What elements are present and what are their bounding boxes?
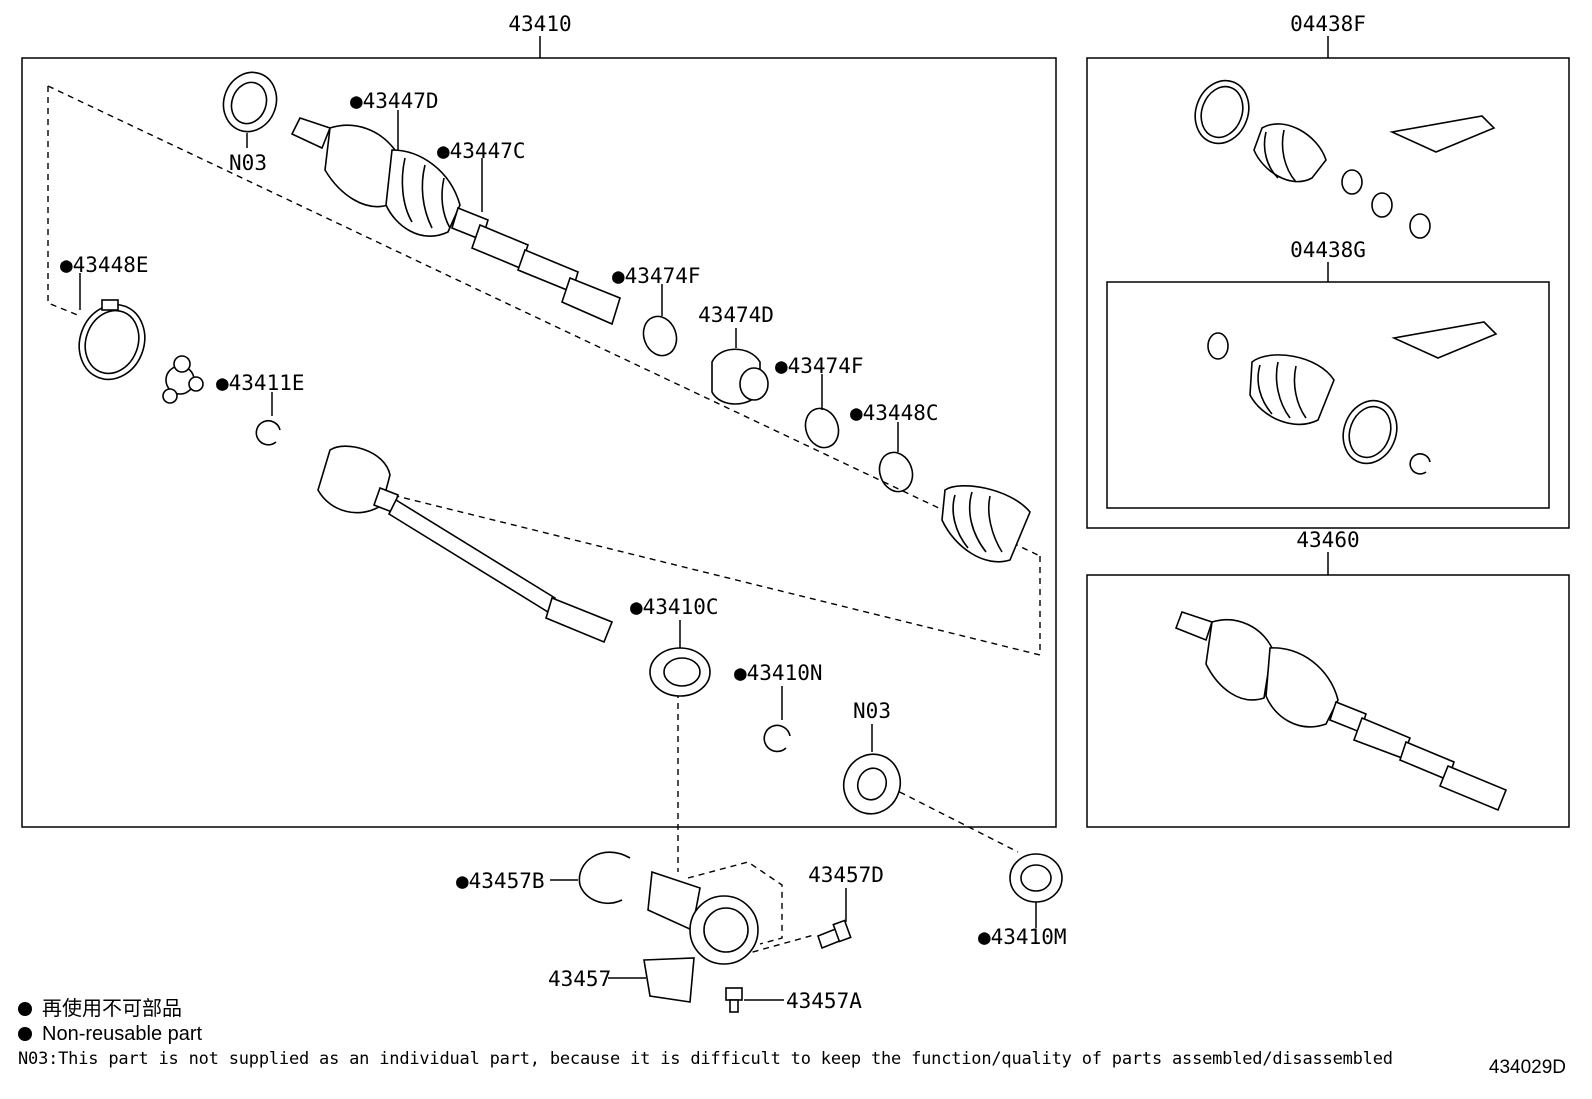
part-label-43474f-a: ●43474F [612,264,701,288]
clamp-43474f-b [804,407,840,449]
seal-43410m [1009,853,1063,903]
seal-n03-top [222,71,278,133]
boot-kit-outer-frame [1086,57,1570,529]
part-label-43447c: ●43447C [437,139,526,163]
outer-joint-shaft [290,117,621,326]
dynamic-damper-43474d [711,348,769,405]
part-label-43457d: 43457D [808,863,884,887]
part-label-43447d: ●43447D [350,89,439,113]
bullet-icon [18,1027,32,1041]
part-label-43410n: ●43410N [734,661,823,685]
legend-non-reusable-en: Non-reusable part [18,1021,202,1047]
snap-ring-43410n [763,724,791,753]
inner-joint-shaft [317,445,614,644]
clamp-43474f-a [642,315,678,357]
clamp-43448e [78,299,146,381]
boot-kit-inner-parts [1207,321,1498,475]
legend-non-reusable-ja: 再使用不可部品 [18,995,182,1021]
bolt-43457a [725,987,743,1013]
snap-ring-43411e [255,420,281,446]
inner-boot [941,485,1031,563]
part-label-43411e: ●43411E [216,371,305,395]
part-label-43474f-b: ●43474F [775,354,864,378]
part-label-n03-mid: N03 [853,699,891,723]
part-label-43448c: ●43448C [850,401,939,425]
bolt-43457d [817,919,852,950]
part-label-43457b: ●43457B [456,869,545,893]
part-label-43474d: 43474D [698,303,774,327]
bearing-bracket-43457 [643,870,759,1003]
part-label-43448e: ●43448E [60,253,149,277]
note-n03: N03:This part is not supplied as an indi… [18,1049,1393,1069]
part-label-43410m: ●43410M [978,925,1067,949]
boot-kit-outer-parts [1194,79,1496,239]
seal-n03-mid [842,753,902,815]
assembly-label-outer-joint: 43460 [1296,528,1359,552]
tripod-spider [162,355,204,404]
assembly-label-boot-kit-inner: 04438G [1290,238,1366,262]
assembly-label-boot-kit-outer: 04438F [1290,12,1366,36]
outer-joint-43460-parts [1174,610,1508,812]
part-label-n03-top: N03 [229,151,267,175]
main-assembly-frame [21,57,1057,828]
snap-ring-43457b [578,851,631,904]
part-label-43457a: 43457A [786,989,862,1013]
assembly-label-main: 43410 [508,12,571,36]
bearing-43410c [649,647,711,697]
part-label-43457: 43457 [548,967,611,991]
bullet-icon [18,1002,32,1016]
clamp-43448c [878,451,914,493]
illustration-number: 434029D [1488,1057,1566,1078]
part-label-43410c: ●43410C [630,595,719,619]
